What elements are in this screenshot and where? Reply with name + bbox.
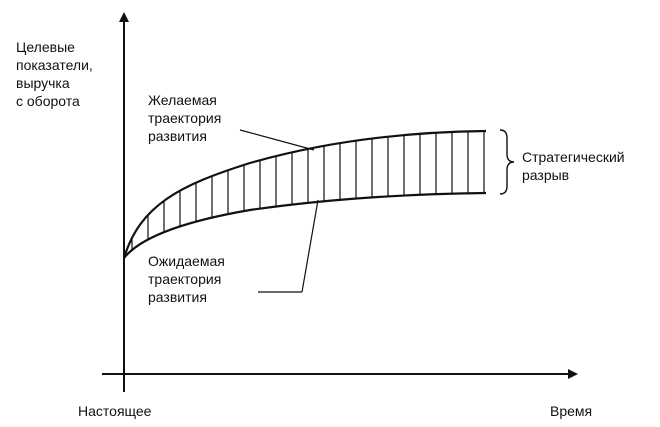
gap-brace	[499, 129, 515, 195]
strategic-gap-label: Стратегический разрыв	[522, 149, 629, 183]
expected-label-line: траектория	[148, 271, 221, 287]
expected-leader-line-2	[301, 199, 319, 293]
desired-label-line: развития	[148, 128, 207, 144]
y-axis-label-line: выручка	[16, 75, 70, 91]
desired-label-line: траектория	[148, 110, 221, 126]
gap-label-line: разрыв	[522, 167, 569, 183]
y-axis-label-line: с оборота	[16, 93, 80, 109]
gap-hatching	[131, 131, 485, 250]
expected-trajectory-curve	[123, 191, 487, 259]
desired-label-line: Желаемая	[148, 92, 217, 108]
desired-trajectory-label: Желаемая траектория развития	[148, 92, 225, 144]
expected-label-line: Ожидаемая	[148, 253, 225, 269]
y-axis-label: Целевые показатели, выручка с оборота	[16, 39, 97, 109]
gap-label-line: Стратегический	[522, 149, 625, 165]
x-axis-end-label: Время	[550, 403, 592, 419]
desired-trajectory-curve	[122, 129, 487, 259]
y-axis-label-line: показатели,	[16, 57, 93, 73]
y-axis-label-line: Целевые	[16, 39, 75, 55]
x-axis-origin-label: Настоящее	[78, 403, 152, 419]
desired-leader-line	[239, 129, 315, 151]
expected-trajectory-label: Ожидаемая траектория развития	[148, 253, 229, 305]
expected-label-line: развития	[148, 289, 207, 305]
